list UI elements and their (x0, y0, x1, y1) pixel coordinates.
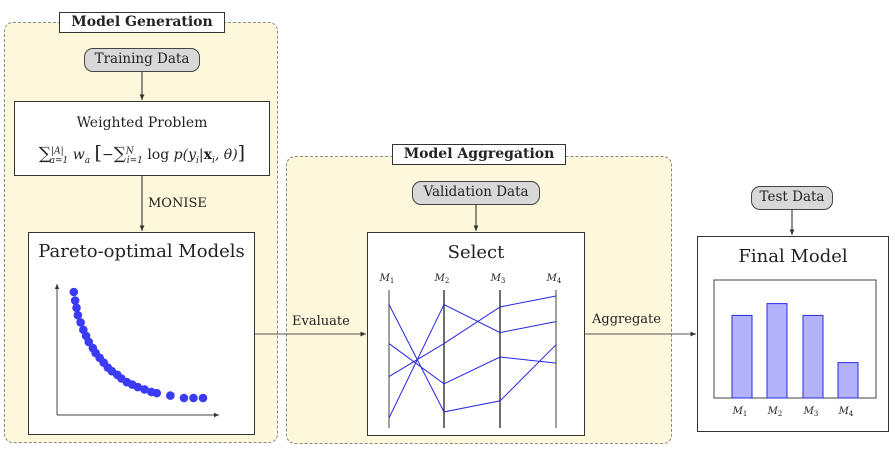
bar-m2 (767, 304, 787, 398)
bar-label-m3: M3 (803, 406, 819, 418)
bar-m1 (732, 315, 752, 398)
pareto-point (72, 304, 81, 313)
pareto-point (199, 394, 208, 403)
bar-m3 (803, 315, 823, 398)
pareto-point (166, 391, 175, 400)
pc-axis-label: M1 (379, 273, 395, 285)
pc-axis-label: M3 (490, 273, 506, 285)
bar-m4 (838, 363, 858, 398)
bar-label-m4: M4 (838, 406, 854, 418)
bar-label-m1: M1 (732, 406, 748, 418)
pc-axis-label: M2 (434, 273, 450, 285)
bar-label-m2: M2 (767, 406, 783, 418)
pc-axis-label: M4 (546, 273, 562, 285)
pc-line (389, 344, 556, 384)
pareto-point (70, 288, 79, 297)
pareto-point (180, 394, 189, 403)
pc-line (389, 296, 556, 377)
pareto-point (74, 311, 83, 320)
pareto-point (76, 318, 85, 327)
pareto-point (71, 296, 80, 305)
pareto-point (152, 389, 161, 398)
pc-line (389, 305, 556, 412)
pareto-point (189, 394, 198, 403)
